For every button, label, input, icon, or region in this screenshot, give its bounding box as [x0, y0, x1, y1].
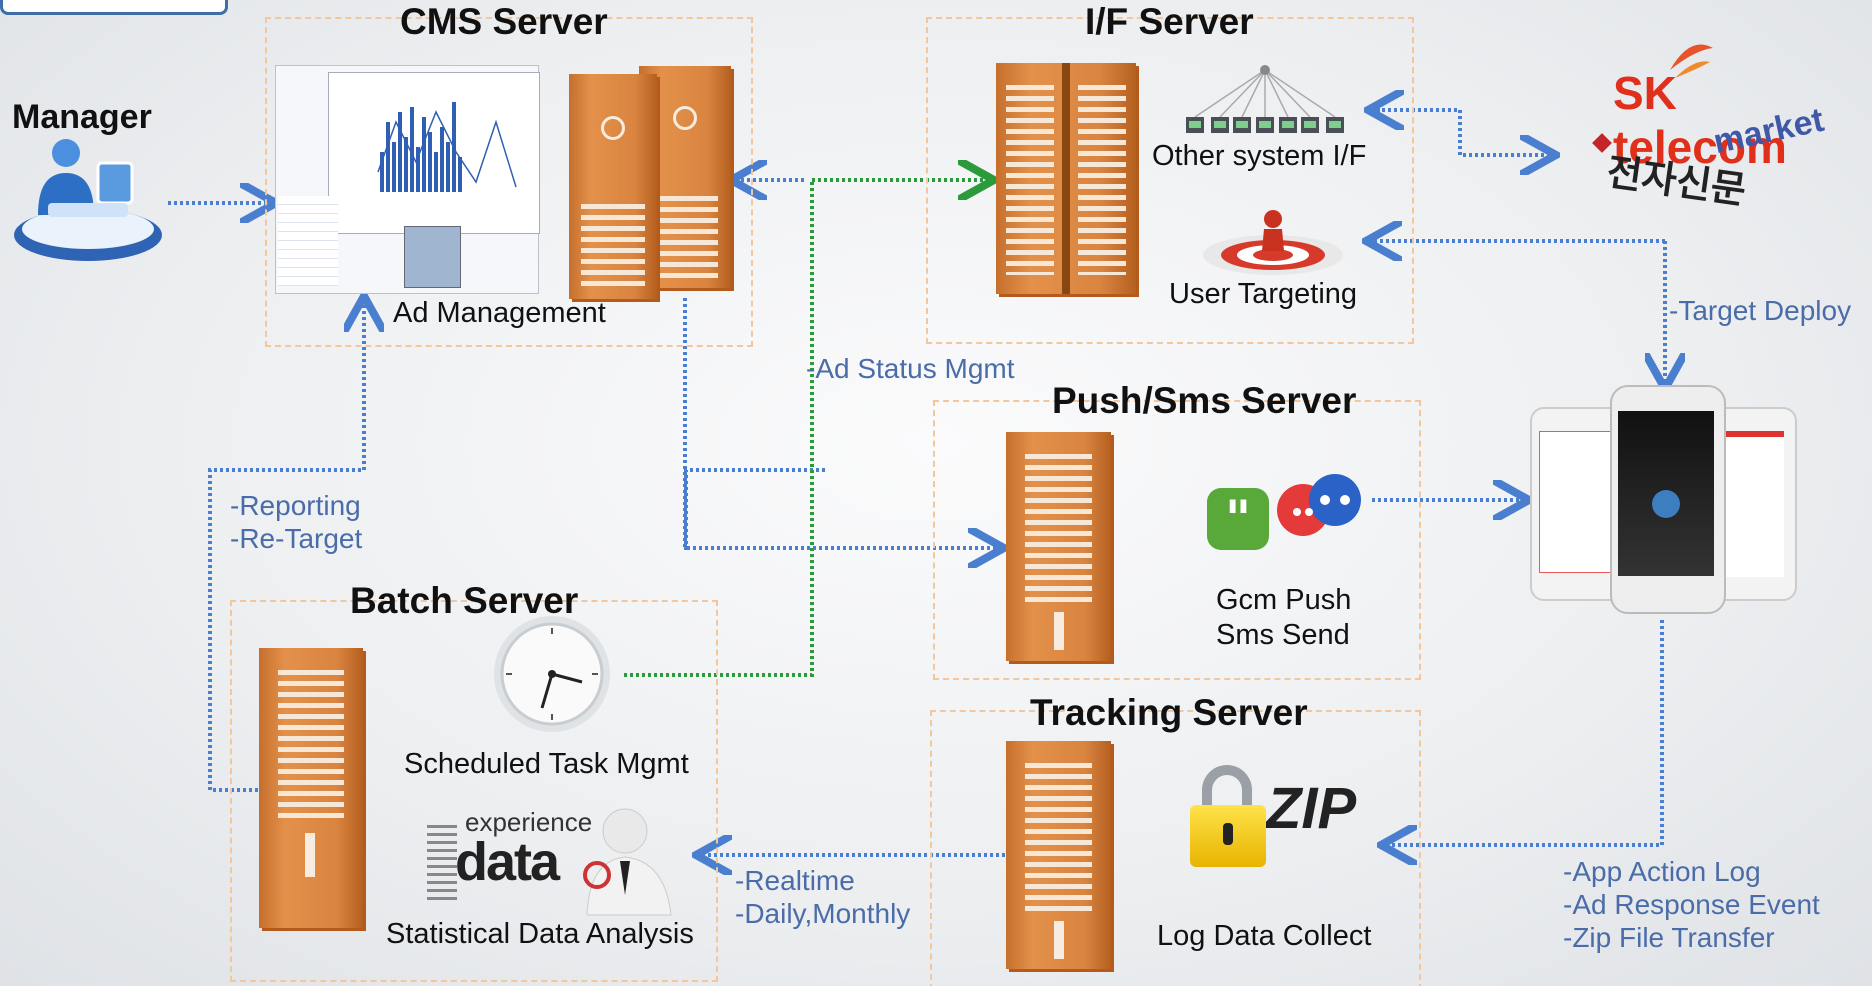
- batch-cms-arrow: [208, 300, 364, 792]
- header-tab: [0, 0, 228, 15]
- word-cloud-top: experience: [465, 807, 593, 837]
- mobile-tracking-arrow: [1385, 620, 1664, 845]
- zip-lock-icon: ZIP: [1190, 765, 1356, 875]
- tracking-server-box: [930, 710, 1421, 986]
- user-targeting-icon: [1203, 210, 1343, 275]
- push-server-title: Push/Sms Server: [1052, 380, 1357, 421]
- retarget-label: -Re-Target: [230, 523, 363, 554]
- cms-server-front: [569, 74, 657, 299]
- other-system-label: Other system I/F: [1152, 140, 1367, 172]
- if-server-box: [926, 17, 1414, 344]
- target-deploy-label: -Target Deploy: [1669, 295, 1852, 326]
- word-cloud-big: data: [455, 832, 560, 892]
- statistical-analysis-label: Statistical Data Analysis: [386, 918, 694, 950]
- ad-status-label: -Ad Status Mgmt: [806, 353, 1015, 384]
- scheduled-line: [624, 182, 814, 677]
- batch-server-cabinet: [259, 648, 363, 928]
- tracking-server-title: Tracking Server: [1030, 692, 1308, 733]
- user-targeting-label: User Targeting: [1169, 278, 1358, 310]
- manager-icon: [14, 139, 162, 261]
- manager-label: Manager: [12, 98, 152, 136]
- cms-server-box: [265, 17, 753, 347]
- mobile-phones-image: [1530, 385, 1797, 615]
- external-partners-logos: SK telecom market 전자신문: [1592, 40, 1827, 215]
- analyst-figure-icon: [583, 808, 672, 916]
- zip-file-transfer-label: -Zip File Transfer: [1563, 922, 1775, 953]
- ad-response-event-label: -Ad Response Event: [1563, 889, 1820, 920]
- push-server-cabinet: [1006, 432, 1111, 661]
- sk-logo-text: SK telecom: [1613, 67, 1787, 173]
- ext-arrow: [1370, 108, 1552, 155]
- reporting-label: -Reporting: [230, 490, 361, 521]
- market-logo-mark: [1592, 133, 1612, 153]
- batch-server-box: [230, 600, 718, 982]
- clock-icon: [494, 616, 610, 732]
- sms-send-label: Sms Send: [1216, 619, 1350, 651]
- push-server-box: [933, 400, 1421, 680]
- network-topology-icon: [1186, 65, 1344, 133]
- svg-text:": ": [1225, 490, 1251, 548]
- ad-management-label: Ad Management: [393, 297, 606, 329]
- realtime-label: -Realtime: [735, 865, 855, 896]
- daily-monthly-label: -Daily,Monthly: [735, 898, 911, 929]
- gcm-sms-icons: ": [1207, 474, 1361, 550]
- log-data-collect-label: Log Data Collect: [1157, 920, 1372, 952]
- batch-server-title: Batch Server: [350, 580, 579, 621]
- bar-chart-thumbnail: [377, 102, 517, 192]
- gcm-push-label: Gcm Push: [1216, 584, 1352, 616]
- if-server-title: I/F Server: [1085, 1, 1254, 42]
- scheduled-task-label: Scheduled Task Mgmt: [404, 748, 689, 780]
- data-analysis-image: experience data: [425, 805, 685, 920]
- batch-line: [684, 468, 825, 550]
- if-server-cabinet: [996, 63, 1136, 294]
- app-action-log-label: -App Action Log: [1563, 856, 1761, 887]
- zip-text: ZIP: [1266, 776, 1357, 841]
- cms-server-title: CMS Server: [400, 1, 608, 42]
- ad-management-screenshot: [275, 65, 540, 294]
- tracking-server-cabinet: [1006, 741, 1111, 969]
- sk-wing-icon: [1670, 44, 1713, 78]
